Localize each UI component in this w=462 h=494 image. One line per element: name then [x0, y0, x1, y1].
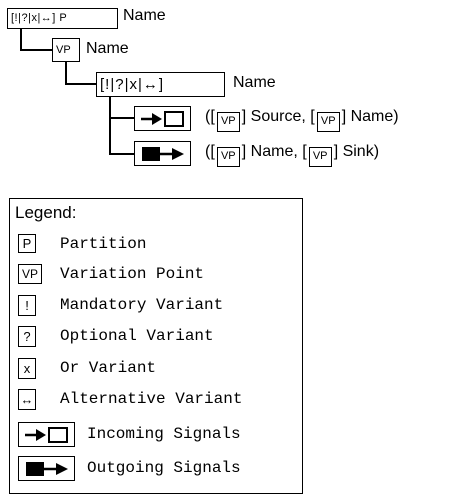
outgoing-close: ] Sink): [333, 143, 380, 160]
legend-panel: Legend: P Partition VP Variation Point !…: [9, 198, 303, 494]
incoming-close: ] Name): [341, 108, 399, 125]
alternative-variant-icon-text: ↔: [20, 392, 34, 407]
connector-vp-variant-horizontal: [65, 83, 96, 85]
incoming-vp1-badge: VP: [216, 111, 240, 132]
legend-label-partition: Partition: [60, 235, 147, 253]
connector-variant-outgoing-horizontal: [109, 153, 134, 155]
outgoing-vp2-text: VP: [312, 150, 328, 162]
legend-label-optional-variant: Optional Variant: [60, 327, 214, 345]
root-node-label: Name: [123, 7, 166, 24]
legend-outgoing-signal-icon: [18, 456, 75, 481]
mandatory-variant-icon: !: [18, 295, 36, 316]
legend-incoming-signal-icon: [18, 422, 75, 447]
legend-label-outgoing-signals: Outgoing Signals: [87, 459, 241, 477]
variant-node-box: [!|?|x|↔]: [96, 72, 225, 97]
or-variant-icon-text: x: [23, 361, 31, 376]
incoming-signal-icon: [141, 111, 184, 127]
legend-label-mandatory-variant: Mandatory Variant: [60, 296, 224, 314]
incoming-vp1-text: VP: [220, 115, 236, 127]
incoming-node-label: ([ VP ] Source, [ VP ] Name): [205, 108, 399, 132]
legend-label-alternative-variant: Alternative Variant: [60, 390, 243, 408]
connector-variant-incoming-horizontal: [109, 117, 134, 119]
mandatory-variant-icon-text: !: [25, 298, 29, 313]
outgoing-vp2-badge: VP: [308, 146, 332, 167]
vp-node-flags: VP: [56, 44, 71, 56]
connector-vp-variant-vertical: [65, 62, 67, 84]
root-node-flags: [!|?|x|↔] P: [11, 12, 68, 24]
partition-icon-text: P: [22, 236, 32, 251]
optional-variant-icon-text: ?: [23, 329, 31, 344]
outgoing-mid: ] Name, [: [241, 143, 307, 160]
incoming-vp2-badge: VP: [316, 111, 340, 132]
variation-point-icon-text: VP: [21, 267, 38, 281]
variant-node-flags: [!|?|x|↔]: [100, 76, 165, 93]
outgoing-node-box: [134, 141, 191, 166]
legend-outgoing-signal-glyph: [25, 461, 68, 476]
connector-root-vp-vertical: [20, 29, 22, 50]
incoming-mid: ] Source, [: [241, 108, 315, 125]
alternative-variant-icon: ↔: [18, 389, 36, 410]
legend-title: Legend:: [15, 203, 77, 222]
outgoing-vp1-text: VP: [220, 150, 236, 162]
incoming-vp2-text: VP: [320, 115, 336, 127]
legend-label-variation-point: Variation Point: [60, 265, 205, 283]
incoming-open: ([: [205, 108, 215, 125]
variation-point-icon: VP: [18, 264, 42, 284]
connector-root-vp-horizontal: [20, 49, 52, 51]
legend-incoming-signal-glyph: [24, 426, 68, 443]
connector-variant-signals-vertical: [109, 97, 111, 154]
outgoing-vp1-badge: VP: [216, 146, 240, 167]
root-node-box: [!|?|x|↔] P: [7, 8, 118, 29]
optional-variant-icon: ?: [18, 326, 36, 347]
partition-icon: P: [18, 234, 36, 253]
incoming-node-box: [134, 106, 191, 131]
or-variant-icon: x: [18, 358, 36, 379]
vp-node-box: VP: [52, 38, 80, 62]
outgoing-signal-icon: [142, 147, 184, 161]
outgoing-node-label: ([ VP ] Name, [ VP ] Sink): [205, 143, 379, 167]
variant-node-label: Name: [233, 74, 276, 91]
legend-label-or-variant: Or Variant: [60, 359, 157, 377]
legend-label-incoming-signals: Incoming Signals: [87, 425, 241, 443]
outgoing-open: ([: [205, 143, 215, 160]
vp-node-label: Name: [86, 40, 129, 57]
